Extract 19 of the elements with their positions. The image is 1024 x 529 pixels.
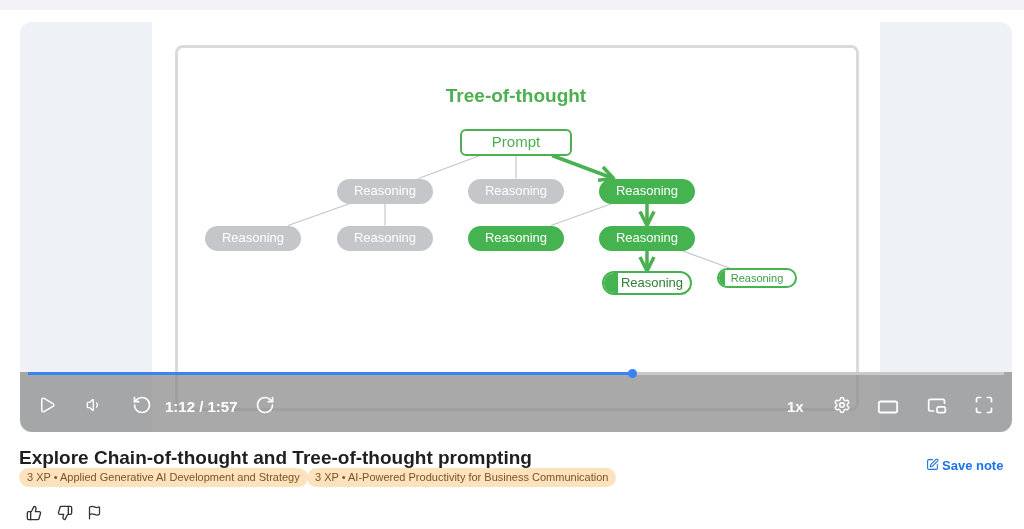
- arrow: [551, 153, 616, 182]
- time-display: 1:12 / 1:57: [165, 397, 238, 417]
- course-tag: 3 XP • Applied Generative AI Development and Strategy: [19, 468, 308, 487]
- arrow: [638, 203, 656, 228]
- arrow: [638, 250, 656, 273]
- save-note-link: Save note: [942, 457, 1004, 475]
- connector-line: [515, 154, 517, 180]
- speed-control: 1x: [787, 396, 804, 419]
- connector-line: [384, 202, 386, 227]
- prompt-box: Prompt: [460, 128, 572, 156]
- connector-line: [287, 202, 351, 227]
- connector-line: [680, 249, 731, 269]
- page-heading: Explore Chain-of-thought and Tree-of-thought prompting: [19, 446, 532, 470]
- connector-line: [550, 202, 613, 227]
- course-tag: 3 XP • AI-Powered Productivity for Business Communication: [307, 468, 617, 487]
- connector-line: [417, 154, 481, 180]
- reasoning-node: Reasoning: [717, 268, 797, 288]
- reasoning-node: Reasoning: [602, 271, 692, 295]
- diagram-title: Tree-of-thought: [444, 84, 588, 108]
